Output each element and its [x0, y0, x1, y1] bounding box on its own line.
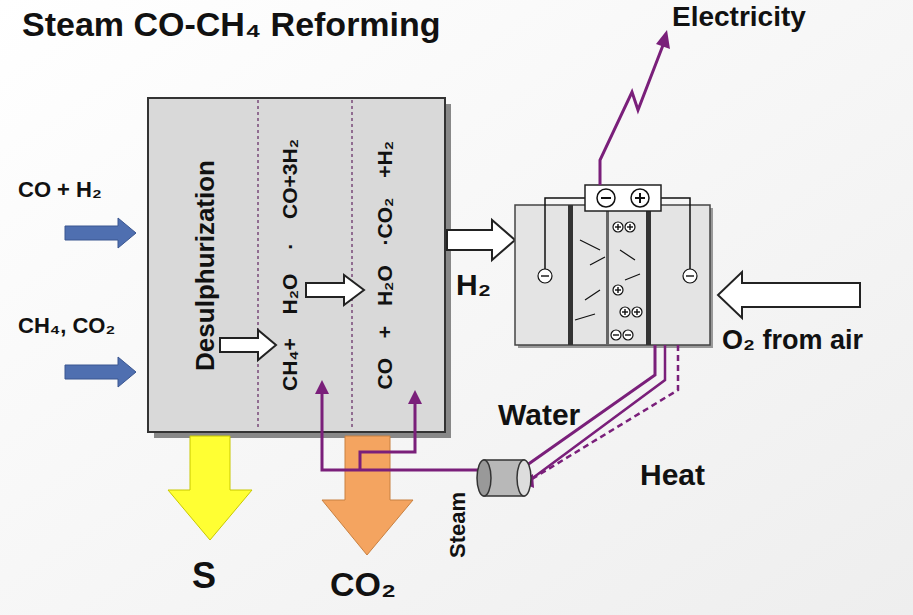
- reformer-box: Desulphurization CH₄+ H₂O · CO+3H₂ CO + H₂…: [148, 98, 445, 432]
- title: Steam CO-CH₄ Reforming: [22, 6, 441, 43]
- power-label: Electricity: [672, 2, 806, 33]
- inlet-label: CH₄, CO₂: [18, 314, 115, 338]
- inlet-label: CO + H₂: [18, 178, 102, 202]
- flow-label: Steam: [446, 492, 470, 558]
- reaction-text: Desulphurization: [191, 160, 220, 371]
- flow-label: H₂: [456, 268, 491, 301]
- flow-label: O₂ from air: [722, 326, 863, 356]
- reformer-box: [148, 98, 445, 432]
- flow-label: Heat: [640, 458, 705, 491]
- output-label: S: [192, 556, 216, 596]
- flow-label: Water: [498, 398, 580, 431]
- output-label: CO₂: [330, 566, 396, 603]
- reaction-text: CO + H₂O ·CO₂ +H₂: [373, 141, 396, 390]
- reaction-text: CH₄+ H₂O · CO+3H₂: [278, 139, 301, 391]
